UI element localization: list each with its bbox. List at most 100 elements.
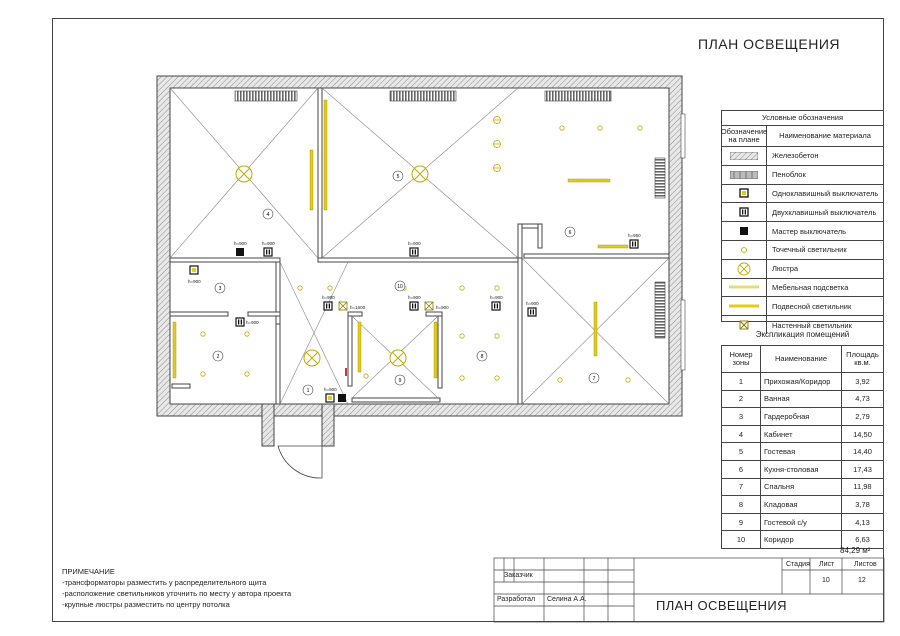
height-label: h=900 <box>322 295 335 300</box>
height-label: h=900 <box>526 301 539 306</box>
legend-label: Точечный светильник <box>772 245 847 255</box>
page-title: ПЛАН ОСВЕЩЕНИЯ <box>698 36 841 52</box>
zone-cell: 2 <box>722 390 761 408</box>
note-line: -трансформаторы разместить у распределит… <box>62 578 267 587</box>
legend-label: Мебельная подсветка <box>772 282 849 292</box>
legend-label: Двухклавишный выключатель <box>772 207 877 217</box>
height-label: h=900 <box>408 295 421 300</box>
legend-row: Железобетон <box>722 147 883 166</box>
foam-block-icon <box>730 170 758 179</box>
explication-header: Номер зоны Наименование Площадь кв.м. <box>722 346 883 373</box>
height-label: h=900 <box>324 387 337 392</box>
zone-number: 1 <box>307 388 310 394</box>
area-cell: 4,13 <box>855 517 870 527</box>
notes-block: ПРИМЕЧАНИЕ -трансформаторы разместить у … <box>62 566 291 610</box>
legend-label: Люстра <box>772 264 799 274</box>
height-label: h=1600 <box>350 305 366 310</box>
height-label: h=900 <box>234 241 247 246</box>
name-cell: Кухня-столовая <box>761 460 842 478</box>
zone-cell: 4 <box>722 425 761 443</box>
legend-label: Мастер выключатель <box>772 226 847 236</box>
zone-number: 10 <box>397 284 403 290</box>
zone-number: 2 <box>217 354 220 360</box>
height-label: h=900 <box>262 241 275 246</box>
name-cell: Кабинет <box>761 425 842 443</box>
name-cell: Гостевой с/у <box>761 513 842 531</box>
pendant-round-lights <box>493 116 501 172</box>
zone-cell: 8 <box>722 496 761 513</box>
legend-label: Подвесной светильник <box>772 301 852 311</box>
ceiling-diagonals <box>169 87 670 405</box>
zone-number: 5 <box>397 174 400 180</box>
zone-cell: 5 <box>722 443 761 460</box>
zone-number: 4 <box>267 212 270 218</box>
legend-label: Пеноблок <box>772 170 806 180</box>
height-label: h=900 <box>246 320 259 325</box>
stage-label: Стадия <box>786 561 810 568</box>
sheet-label: Лист <box>819 561 835 568</box>
note-line: -расположение светильников уточнить по м… <box>62 589 292 598</box>
pendant-light-icon <box>729 304 759 308</box>
reinforced-concrete-icon <box>730 151 758 160</box>
zone-number: 7 <box>593 376 596 382</box>
wall-light-icon <box>739 320 749 330</box>
notes-title: ПРИМЕЧАНИЕ <box>62 567 115 576</box>
switches <box>189 239 639 403</box>
name-cell: Спальня <box>761 478 842 496</box>
legend-title: Условные обозначения <box>722 111 883 126</box>
area-cell: 2,79 <box>855 411 870 421</box>
windows <box>234 90 686 371</box>
name-cell: Кладовая <box>761 496 842 513</box>
height-label: h=900 <box>408 241 421 246</box>
sheets-value: 12 <box>858 577 866 584</box>
total-area: 84,29 м² <box>840 546 871 555</box>
legend-table: Условные обозначения Обозначение на план… <box>720 110 884 334</box>
chandelier-icon <box>737 262 751 276</box>
legend-row: Мебельная подсветка <box>722 278 883 298</box>
height-label: h=950 <box>628 233 641 238</box>
area-cell: 11,98 <box>853 482 872 492</box>
legend-label: Настенный светильник <box>772 320 852 330</box>
zone-number: 3 <box>219 286 222 292</box>
developer-label: Разработал <box>497 596 536 603</box>
legend-row: Настенный светильник <box>722 316 883 334</box>
legend-row: Мастер выключатель <box>722 222 883 241</box>
legend-row: Двухклавишный выключатель <box>722 203 883 223</box>
spot-light-icon <box>741 247 747 253</box>
sheets-label: Листов <box>854 561 877 568</box>
height-label: h=900 <box>436 305 449 310</box>
note-line: -крупные люстры разместить по центру пот… <box>62 600 230 609</box>
name-cell: Гардеробная <box>761 408 842 425</box>
linear-lights <box>172 99 629 379</box>
legend-row: Одноклавишный выключатель <box>722 184 883 204</box>
area-cell: 4,73 <box>855 394 870 404</box>
name-cell: Гостевая <box>761 443 842 460</box>
name-cell: Ванная <box>761 390 842 408</box>
zone-number: 6 <box>569 230 572 236</box>
chandeliers <box>235 165 429 367</box>
legend-col-symbol: Обозначение на плане <box>720 126 768 146</box>
area-cell: 3,78 <box>855 499 870 509</box>
legend-label: Железобетон <box>772 151 819 161</box>
zone-cell: 1 <box>722 373 761 390</box>
zone-number: 8 <box>481 354 484 360</box>
explication-title: Экспликация помещений <box>755 330 850 339</box>
area-cell: 3,92 <box>855 376 870 386</box>
title-block-title: ПЛАН ОСВЕЩЕНИЯ <box>656 598 787 613</box>
legend-row: Пеноблок <box>722 165 883 185</box>
spot-lights <box>200 125 643 383</box>
entrance-door <box>277 445 323 479</box>
double-switch-icon <box>739 207 749 217</box>
interior-walls <box>169 87 670 405</box>
